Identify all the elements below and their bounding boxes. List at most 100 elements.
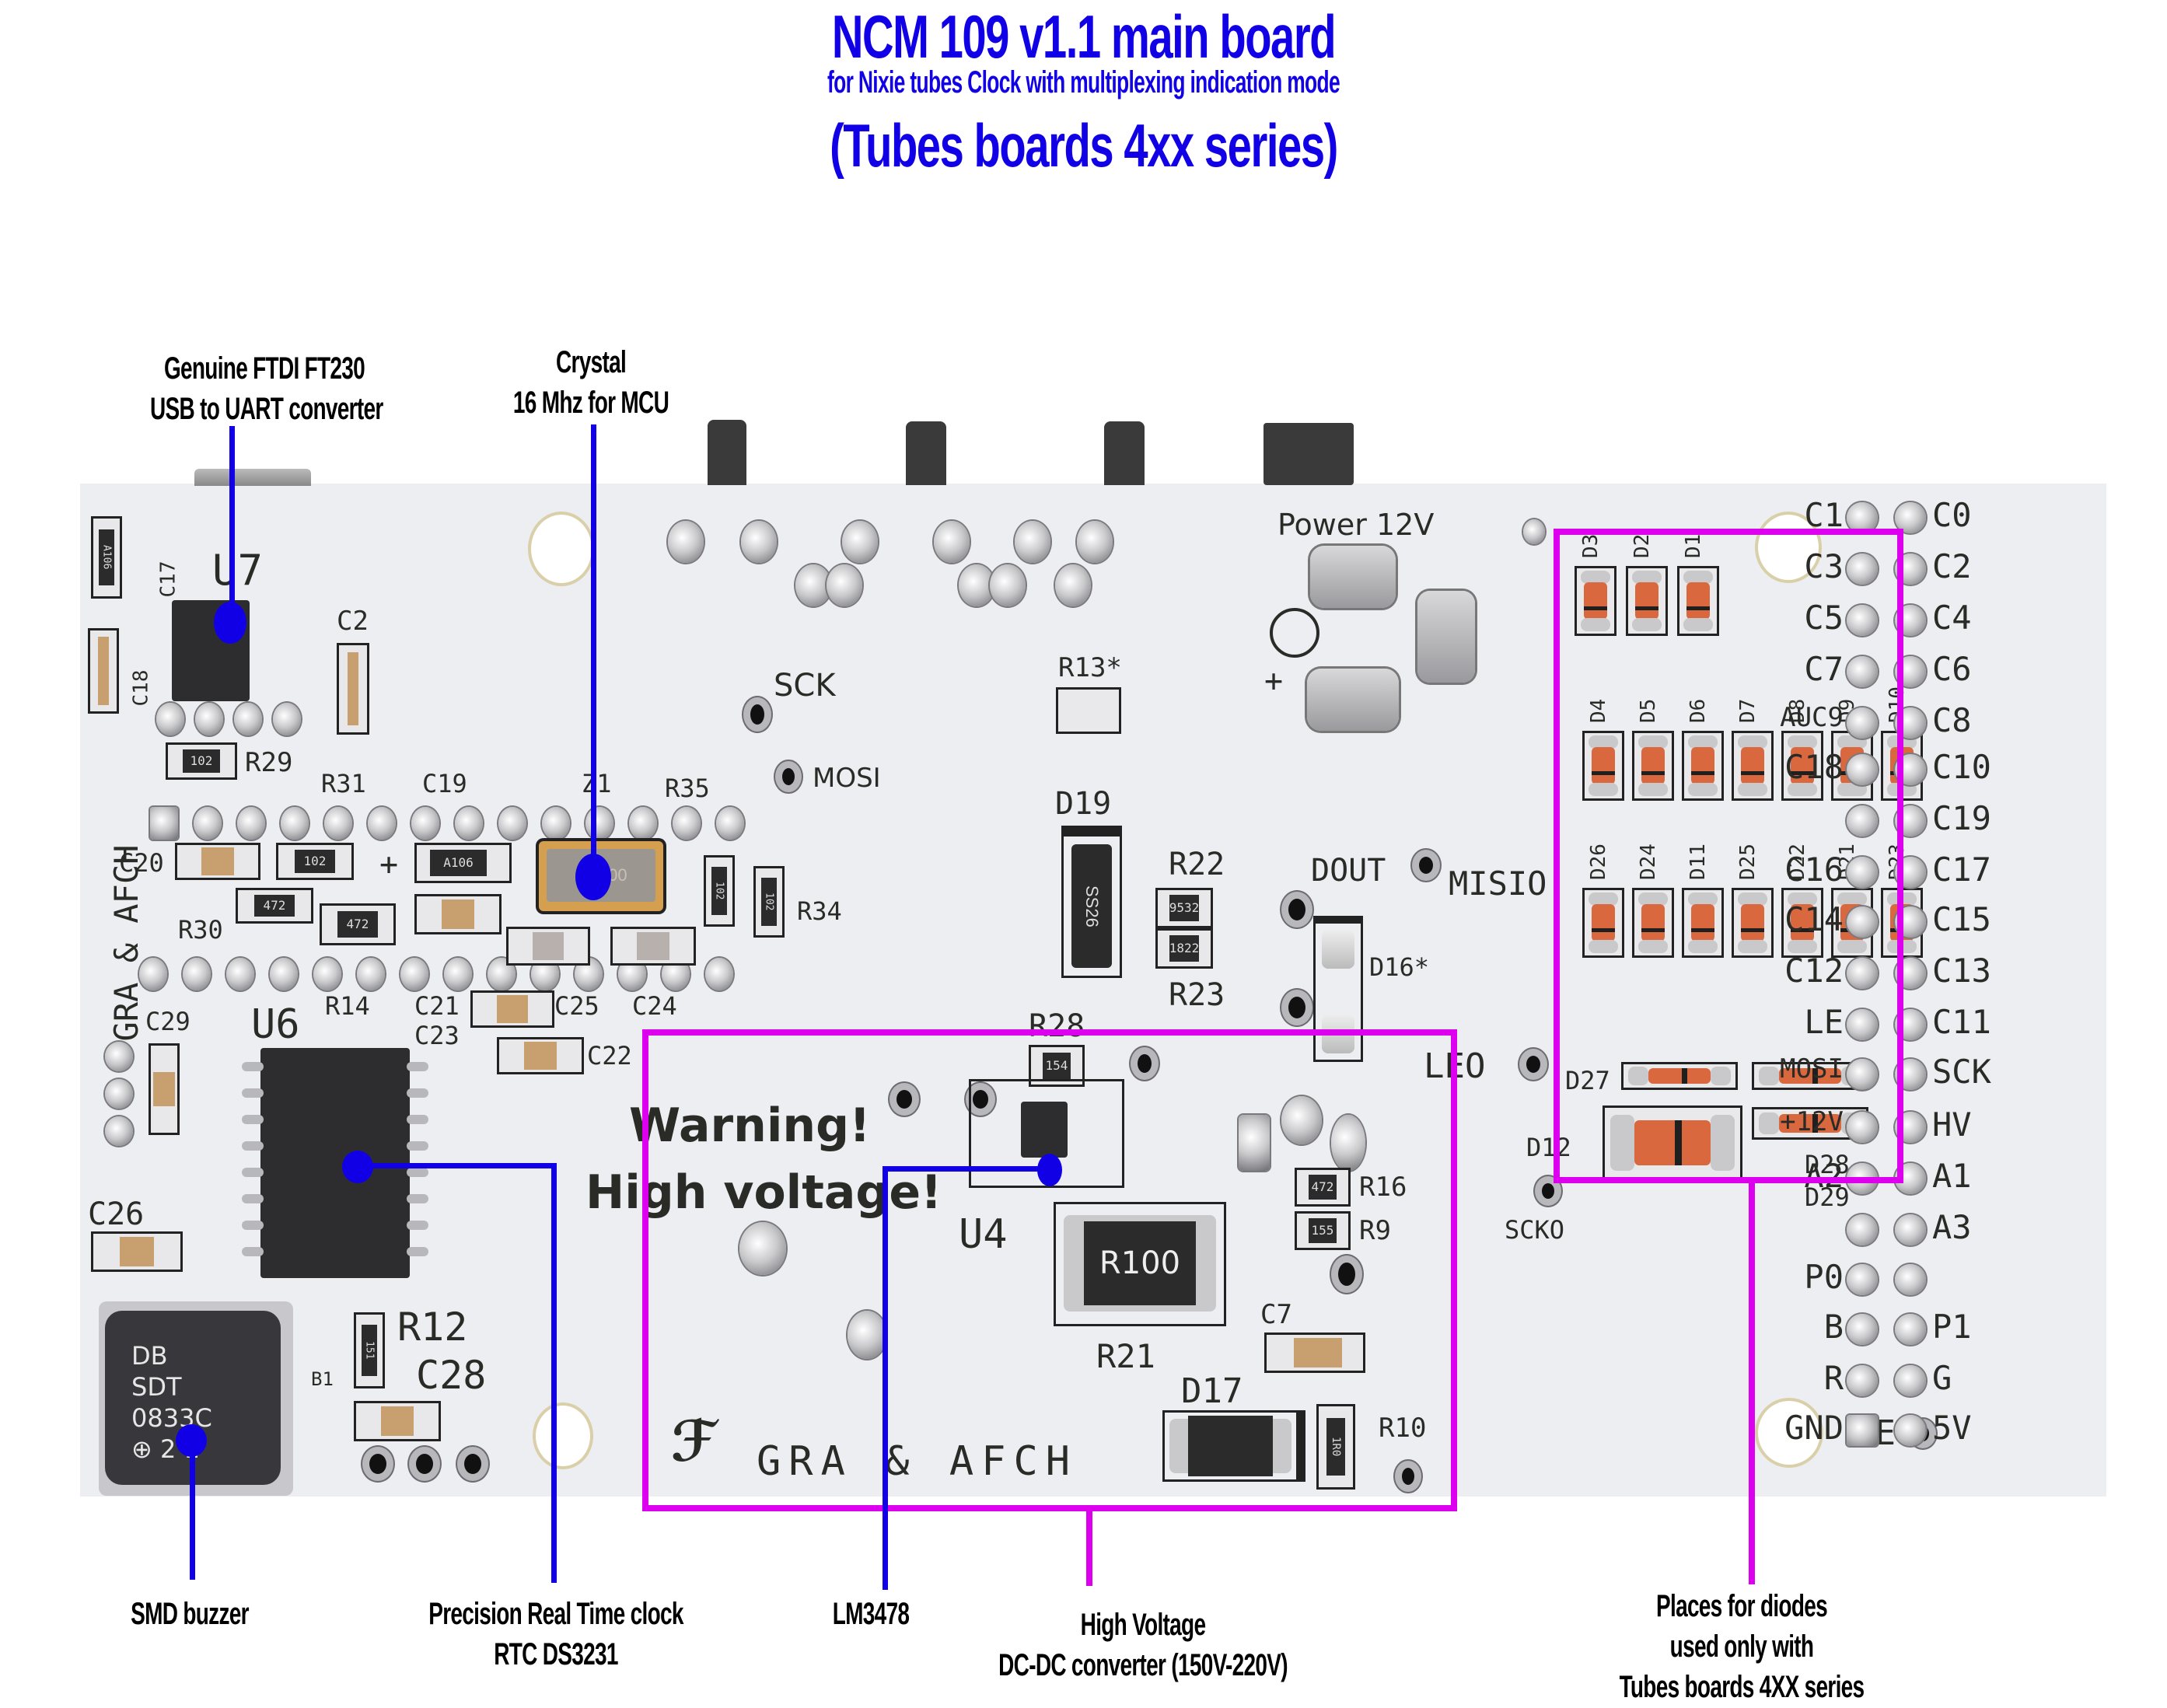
- header-label-left: LE: [1804, 1003, 1844, 1041]
- callout-line-buzzer: [190, 1440, 195, 1580]
- r22-package: 9532: [1155, 888, 1213, 928]
- callout-line-crystal: [591, 424, 596, 868]
- top-pad: [1523, 519, 1545, 544]
- c25-package: [506, 927, 590, 966]
- diode-d5: [1632, 731, 1674, 801]
- header-pad: [237, 807, 265, 840]
- header-pad: [357, 958, 385, 990]
- header-pin: [1895, 502, 1926, 533]
- header-pad: [444, 958, 472, 990]
- label-r21: R21: [1096, 1337, 1155, 1375]
- header-label-right: A3: [1932, 1208, 1972, 1246]
- r31-marking: 102: [294, 849, 336, 874]
- label-d19: D19: [1055, 786, 1112, 822]
- header-pad: [585, 807, 613, 840]
- header-pin: [1847, 958, 1878, 989]
- chip-pin: [242, 1194, 264, 1203]
- hv-pad: [1331, 1115, 1365, 1171]
- c7-package: [1264, 1333, 1365, 1373]
- u4-footprint: [969, 1079, 1124, 1188]
- header-pin: [1895, 1415, 1926, 1446]
- header-pin: [1847, 502, 1878, 533]
- label-d28: D28: [1805, 1150, 1850, 1179]
- c29-package: [149, 1043, 180, 1135]
- label-c2: C2: [337, 606, 369, 637]
- warning-line1: Warning!: [629, 1098, 871, 1153]
- label-r14: R14: [325, 991, 370, 1021]
- mounting-hole: [536, 1406, 590, 1466]
- usb-pad: [273, 703, 301, 735]
- callout-line-ftdi: [229, 426, 235, 628]
- top-pad: [827, 564, 862, 606]
- testpoint: [1288, 997, 1305, 1018]
- dc-jack-pad: [1417, 591, 1475, 683]
- label-r23: R23: [1169, 977, 1225, 1013]
- header-pin: [1895, 1264, 1926, 1295]
- header-pin: [1847, 1214, 1878, 1245]
- dc-jack-pad: [1307, 669, 1399, 731]
- header-label-left: A2: [1804, 1157, 1844, 1195]
- label-c28: C28: [416, 1353, 487, 1398]
- diode-d11: [1682, 888, 1724, 958]
- r28-marking: 154: [1042, 1052, 1071, 1080]
- diode-d8: [1781, 731, 1823, 801]
- d17-package: [1162, 1410, 1305, 1482]
- hv-hole: [973, 1090, 988, 1109]
- label-c29: C29: [145, 1007, 190, 1036]
- label-misio: MISIO: [1449, 864, 1547, 903]
- header-label-right: C17: [1932, 851, 1991, 889]
- r34-package: 102: [753, 866, 785, 938]
- header-pin: [1847, 1314, 1878, 1345]
- callout-rtc: Precision Real Time clock RTC DS3231: [428, 1594, 684, 1675]
- d19-marking: SS26: [1071, 844, 1112, 968]
- top-pad: [959, 564, 994, 606]
- scko-testpoint: [1542, 1183, 1554, 1199]
- header-label-left: C7: [1804, 650, 1844, 688]
- header-label-left: +12V: [1780, 1106, 1844, 1137]
- chip-pin: [242, 1141, 264, 1151]
- label-r31: R31: [321, 769, 366, 798]
- c18-package: [88, 628, 119, 714]
- r9-package: 155: [1295, 1211, 1351, 1250]
- header-label-left: AUC9: [1780, 702, 1844, 733]
- buzzer-marking-1: DB: [131, 1341, 168, 1371]
- header-pad: [542, 807, 570, 840]
- header-label-left: C14: [1784, 900, 1844, 938]
- page-subtitle: for Nixie tubes Clock with multiplexing …: [827, 65, 1340, 100]
- pad: [105, 1116, 133, 1146]
- header-pin: [1847, 1415, 1878, 1446]
- header-label-right: G: [1932, 1359, 1952, 1397]
- label-r10: R10: [1379, 1413, 1427, 1444]
- chip-pin: [242, 1247, 264, 1256]
- callout-hv-line1: High Voltage: [1080, 1608, 1206, 1642]
- callout-ftdi-line1: Genuine FTDI FT230: [163, 351, 365, 386]
- diode-d12: [1603, 1105, 1742, 1180]
- r31-package: 102: [276, 843, 354, 880]
- diode-d26: [1582, 888, 1624, 958]
- header-pad: [194, 807, 222, 840]
- r21-package: R100: [1054, 1202, 1226, 1326]
- label-r30: R30: [178, 915, 223, 945]
- label-z1: Z1: [582, 769, 612, 798]
- diodes-frame: [1554, 529, 1903, 1183]
- top-pad: [1015, 521, 1050, 563]
- header-label-left: C16: [1784, 851, 1844, 889]
- callout-dot-ftdi: [214, 602, 246, 644]
- c20-package: [175, 843, 260, 880]
- buzzer-marking-2: SDT: [131, 1372, 182, 1402]
- chip-pin: [407, 1088, 428, 1098]
- hv-hole: [1138, 1054, 1152, 1073]
- c17-package: A106: [91, 516, 122, 599]
- header-pin: [1847, 1059, 1878, 1090]
- r12-package: 151: [354, 1312, 385, 1388]
- plus-sign: +: [379, 847, 399, 882]
- hv-pad: [1281, 1096, 1322, 1144]
- header-pin: [1847, 754, 1878, 785]
- header-label-left: C18: [1784, 748, 1844, 786]
- r9-marking: 155: [1308, 1218, 1337, 1243]
- diode-d22: [1781, 888, 1823, 958]
- callout-hv: High Voltage DC-DC converter (150V-220V): [974, 1605, 1312, 1685]
- label-dout: DOUT: [1311, 853, 1386, 889]
- hv-pad: [739, 1222, 786, 1275]
- header-label-left: C1: [1804, 496, 1844, 534]
